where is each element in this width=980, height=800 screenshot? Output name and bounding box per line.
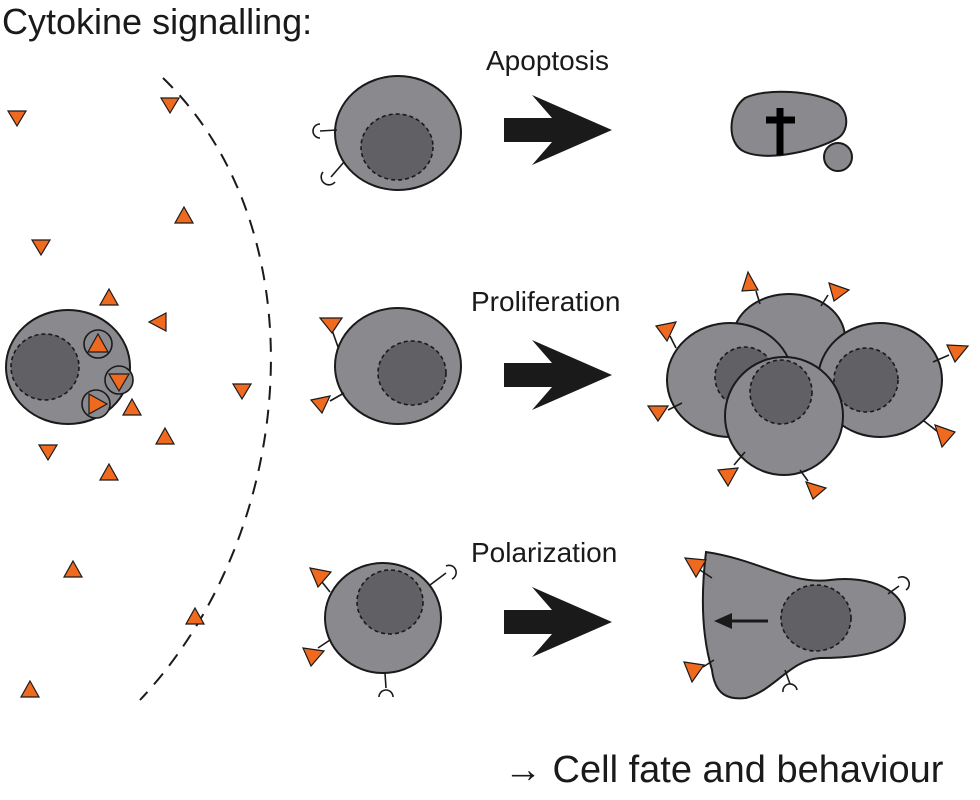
apoptosis-label: Apoptosis: [486, 45, 609, 76]
polarization-row: Polarization: [302, 537, 910, 700]
apoptosis-arrow: [504, 95, 612, 165]
polarization-target-cell: [302, 562, 457, 698]
polarization-arrow: [504, 587, 612, 657]
polarization-label: Polarization: [471, 537, 617, 568]
migration-arrow: [714, 613, 768, 629]
apoptosis-row: Apoptosis: [312, 45, 853, 191]
signalling-boundary: [139, 77, 272, 701]
proliferation-label: Proliferation: [471, 286, 620, 317]
cytokine: [173, 205, 195, 224]
cytokine: [184, 606, 206, 625]
empty-receptor: [429, 564, 457, 586]
cytokine: [37, 444, 59, 462]
cytokine: [98, 287, 120, 306]
cytokine: [159, 97, 181, 115]
polarized-cell: [683, 550, 910, 700]
cytokine-vesicle: [104, 365, 134, 395]
bound-receptor: [683, 659, 715, 684]
cytokine-vesicle: [81, 389, 111, 419]
secreting-cell: [5, 309, 134, 425]
bound-receptor: [309, 392, 345, 415]
empty-receptor: [320, 161, 345, 186]
footer-caption: → Cell fate and behaviour: [504, 749, 944, 791]
cytokine: [154, 426, 176, 445]
empty-receptor: [782, 669, 798, 693]
proliferation-target-cell: [309, 307, 462, 425]
proliferation-arrow: [504, 340, 612, 410]
bound-receptor: [318, 317, 344, 348]
daughter-cell: [716, 356, 844, 500]
apoptotic-cell: [730, 90, 853, 172]
cytokine: [19, 679, 41, 698]
cytokine: [30, 239, 52, 257]
cytokine: [98, 462, 120, 481]
cytokine: [6, 110, 28, 128]
cross-icon: [766, 108, 795, 155]
daughter-cell: [817, 322, 970, 449]
empty-receptor: [378, 672, 394, 698]
empty-receptor: [887, 575, 910, 595]
bound-receptor: [309, 567, 333, 593]
empty-receptor: [312, 123, 338, 139]
free-cytokines: [6, 97, 253, 698]
cytokine: [147, 312, 167, 332]
proliferation-row: Proliferation: [309, 270, 970, 500]
cytokine: [121, 397, 143, 416]
apoptosis-target-cell: [312, 75, 462, 191]
cytokine: [231, 383, 253, 401]
diagram-title: Cytokine signalling:: [2, 1, 312, 42]
secreting-cell-nucleus: [10, 333, 80, 401]
cytokine-vesicle: [83, 329, 113, 359]
bound-receptor: [302, 639, 331, 668]
bound-receptor: [683, 557, 713, 579]
cytokine: [62, 559, 84, 578]
proliferating-cells: [646, 270, 970, 500]
